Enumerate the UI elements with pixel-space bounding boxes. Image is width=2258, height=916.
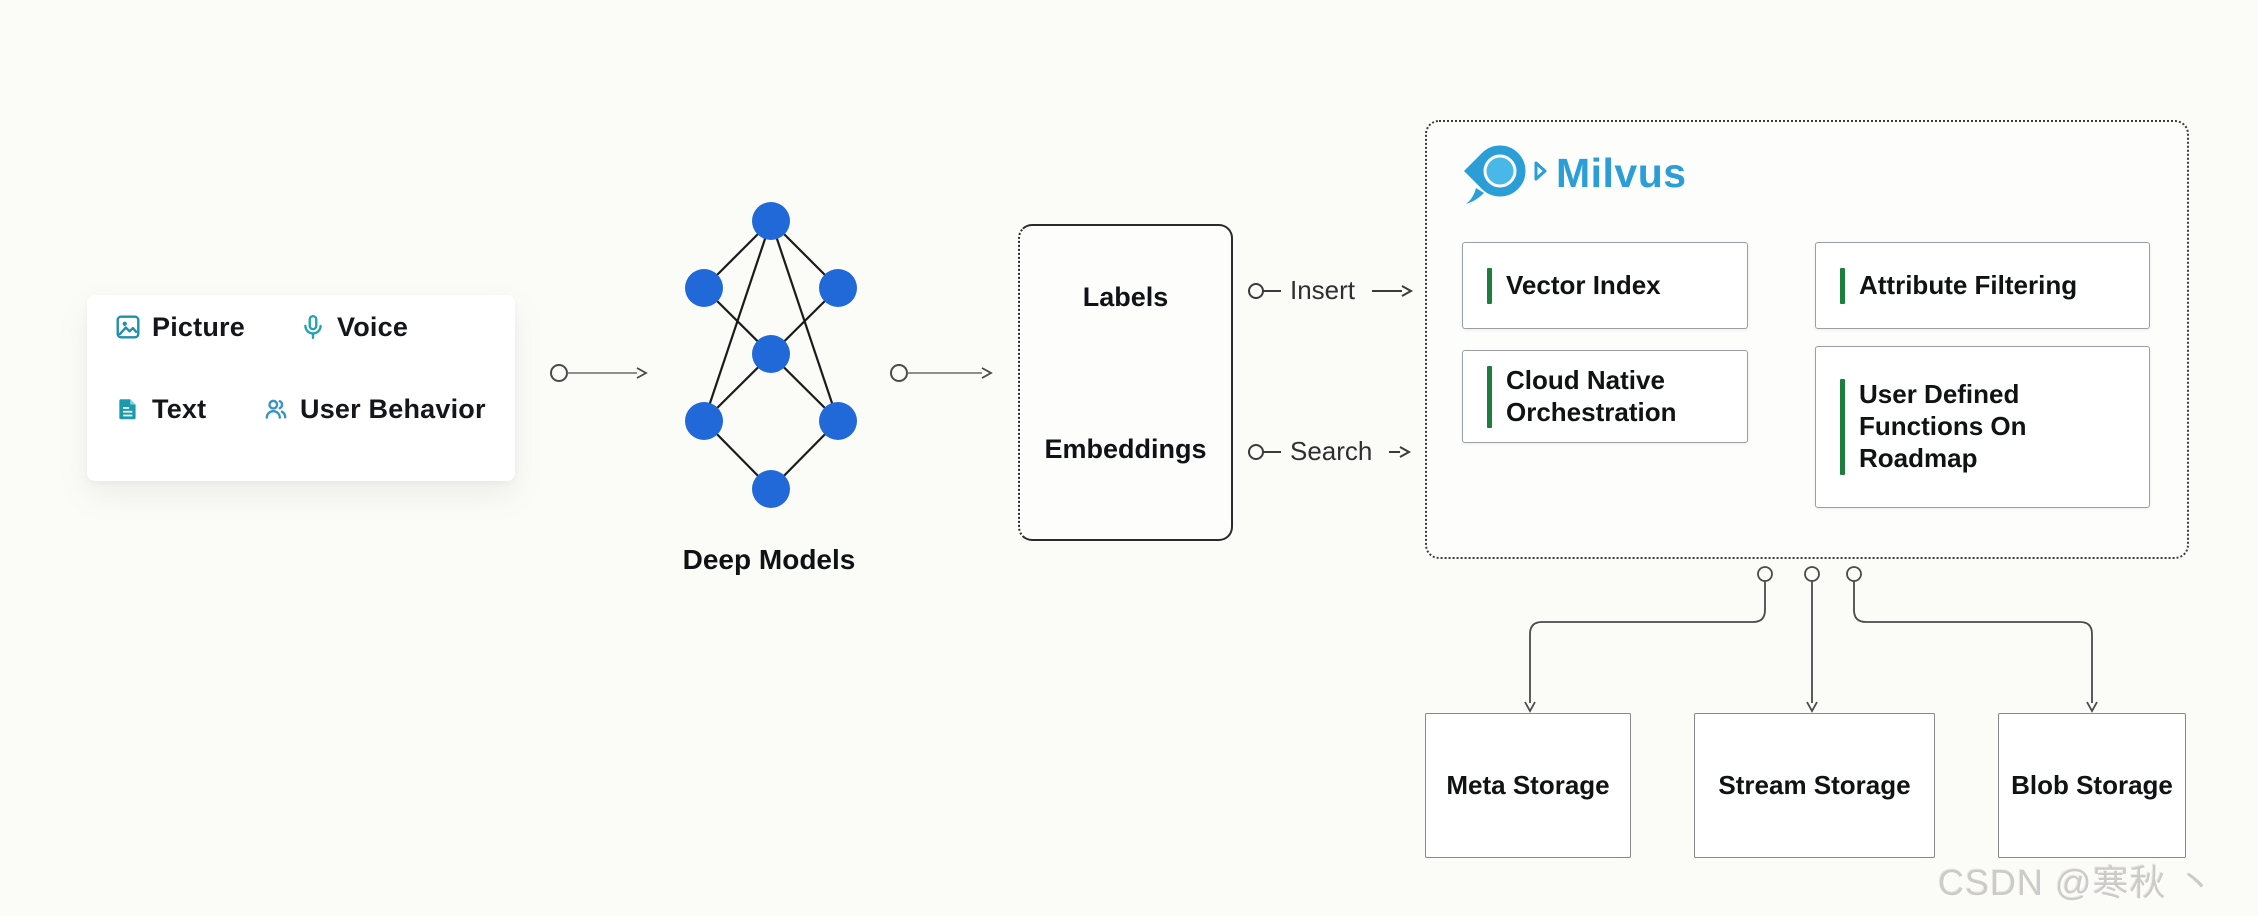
network-node <box>685 402 723 440</box>
milvus-brand-text: Milvus <box>1556 150 1687 196</box>
feature-card-vector-index: Vector Index <box>1462 242 1748 329</box>
users-icon <box>265 399 287 419</box>
arrowhead-right-icon <box>981 367 993 379</box>
play-triangle-icon <box>1534 161 1547 181</box>
search-flow-label: Search <box>1290 436 1373 466</box>
milvus-eye-logo <box>1464 145 1547 204</box>
connector-dot <box>1804 566 1820 582</box>
input-label: Text <box>152 393 207 424</box>
input-label: Voice <box>337 311 409 342</box>
storage-label: Stream Storage <box>1718 770 1911 800</box>
arrowhead-down-icon <box>1524 701 1536 713</box>
flow-connector-models-to-embeddings <box>890 364 993 382</box>
meta-storage-box: Meta Storage <box>1425 713 1631 858</box>
accent-bar <box>1487 365 1492 428</box>
arrowhead-down-icon <box>2086 701 2098 713</box>
feature-label: Cloud Native Orchestration <box>1506 364 1677 427</box>
arrowhead-right-icon <box>1401 285 1414 297</box>
document-icon <box>119 399 136 420</box>
feature-label: Attribute Filtering <box>1859 269 2078 300</box>
deep-models-label: Deep Models <box>682 544 856 575</box>
input-item-text: Text <box>115 392 206 426</box>
network-node <box>752 202 790 240</box>
insert-flow-label: Insert <box>1290 275 1356 305</box>
picture-icon <box>116 315 140 339</box>
search-flow-arrow <box>1248 444 1412 460</box>
accent-bar <box>1840 267 1845 304</box>
network-node <box>752 335 790 373</box>
network-node <box>752 470 790 508</box>
storage-connectors <box>1524 566 2098 713</box>
feature-card-user-defined-functions: User Defined Functions On Roadmap <box>1815 346 2150 508</box>
elbow-connector-meta <box>1529 581 1766 703</box>
feature-card-attribute-filtering: Attribute Filtering <box>1815 242 2150 329</box>
input-item-picture: Picture <box>115 310 245 344</box>
network-node <box>685 269 723 307</box>
input-item-user-behavior: User Behavior <box>263 392 486 426</box>
storage-label: Meta Storage <box>1446 770 1610 800</box>
feature-label: User Defined Functions On Roadmap <box>1859 379 2027 473</box>
network-node <box>819 402 857 440</box>
connector-dot <box>890 364 908 382</box>
connector-dot <box>1846 566 1862 582</box>
feature-card-cloud-native-orchestration: Cloud Native Orchestration <box>1462 350 1748 443</box>
microphone-icon <box>304 314 322 340</box>
arrowhead-right-icon <box>636 367 648 379</box>
input-types-card: Picture Voice Text <box>87 295 515 481</box>
labels-text: Labels <box>1082 282 1169 312</box>
input-label: User Behavior <box>300 393 486 424</box>
input-item-voice: Voice <box>300 310 408 344</box>
stream-storage-box: Stream Storage <box>1694 713 1935 858</box>
blob-storage-box: Blob Storage <box>1998 713 2186 858</box>
arrowhead-right-icon <box>1399 446 1412 458</box>
arrowhead-down-icon <box>1806 701 1818 713</box>
insert-flow-arrow <box>1248 283 1414 299</box>
feature-label: Vector Index <box>1506 269 1661 300</box>
connector-dot <box>1757 566 1773 582</box>
network-node <box>819 269 857 307</box>
csdn-watermark: CSDN @寒秋 丶 <box>1938 862 2215 903</box>
embedding-output-box: Labels Embeddings <box>1018 224 1233 541</box>
accent-bar <box>1840 379 1845 475</box>
storage-label: Blob Storage <box>2011 770 2173 800</box>
connector-dot <box>550 364 568 382</box>
embeddings-text: Embeddings <box>1044 434 1207 464</box>
input-label: Picture <box>152 311 245 342</box>
deep-models-network <box>685 202 857 508</box>
elbow-connector-blob <box>1853 581 2093 703</box>
accent-bar <box>1487 267 1492 304</box>
flow-connector-inputs-to-models <box>550 364 648 382</box>
